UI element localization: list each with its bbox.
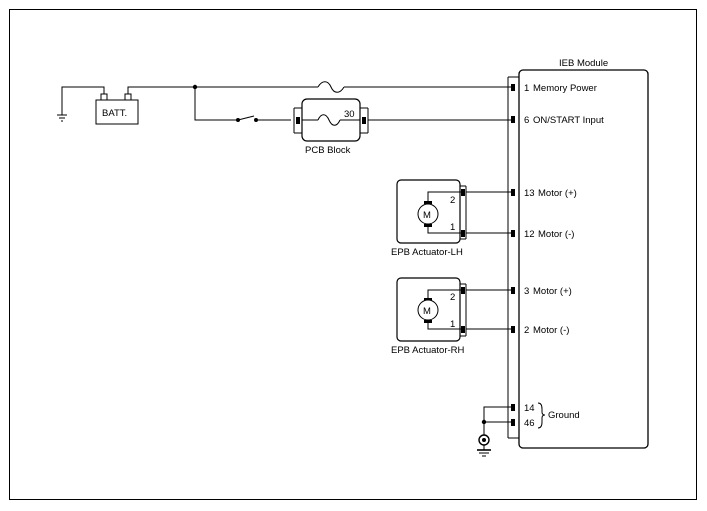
pcb-terminal-number: 30	[344, 109, 355, 120]
actuator-lh-pin-2-terminal	[461, 189, 465, 196]
ieb-pin-13-label: Motor (+)	[538, 188, 577, 199]
ieb-pin-12-terminal	[511, 230, 515, 237]
motor-icon-lh	[417, 203, 439, 225]
actuator-rh-pin-1-terminal	[461, 326, 465, 333]
ignition-switch-icon	[237, 115, 255, 121]
actuator-lh-label: EPB Actuator-LH	[391, 247, 463, 258]
actuator-rh-wire-top	[427, 289, 461, 300]
actuator-rh-wire-bottom	[427, 321, 461, 330]
ground-brace	[537, 402, 546, 429]
inline-fuse-icon	[317, 81, 345, 93]
ieb-pin-2-label: Motor (-)	[533, 325, 569, 336]
pcb-left-terminal	[296, 117, 300, 124]
ground-label: Ground	[548, 410, 580, 421]
ieb-pin-2-terminal	[511, 326, 515, 333]
battery-ground-wire	[61, 86, 105, 115]
ieb-module-title: IEB Module	[559, 58, 608, 69]
ieb-pin-13-terminal	[511, 189, 515, 196]
battery-positive-wire	[127, 86, 195, 94]
battery-terminal-pos	[124, 93, 132, 101]
ieb-pin-12-number: 12	[524, 229, 535, 240]
epb-actuator-lh: 2 1 M EPB Actuator-LH	[391, 179, 467, 258]
epb-actuator-rh: 2 1 M EPB Actuator-RH	[391, 277, 467, 356]
body-ground-icon	[477, 434, 491, 457]
actuator-lh-pin-1-terminal	[461, 230, 465, 237]
ieb-pin-14-terminal	[511, 404, 515, 411]
ieb-pin-1-terminal	[511, 84, 515, 91]
ieb-pin-3-label: Motor (+)	[533, 286, 572, 297]
battery-body	[95, 99, 139, 125]
chassis-ground-icon	[57, 114, 67, 122]
actuator-rh-pin-2-terminal	[461, 287, 465, 294]
actuator-lh-pin-1: 1	[450, 222, 455, 233]
actuator-lh-wire-top	[427, 191, 461, 203]
ieb-pin-1-number: 1	[524, 83, 529, 94]
ieb-pin-2-number: 2	[524, 325, 529, 336]
ground-splice-dot	[481, 419, 487, 425]
ieb-pin-46-number: 46	[524, 418, 535, 429]
battery-terminal-neg	[100, 93, 108, 101]
ieb-pin-3-terminal	[511, 287, 515, 294]
actuator-rh-pin-2: 2	[450, 292, 455, 303]
battery: BATT.	[95, 93, 139, 125]
ieb-pin-12-label: Motor (-)	[538, 229, 574, 240]
ground-wire-pin-14	[483, 406, 511, 436]
actuator-lh-motor-symbol: M	[423, 210, 431, 221]
ieb-pin-6-number: 6	[524, 115, 529, 126]
ieb-pin-6-terminal	[511, 116, 515, 123]
actuator-lh-wire-bottom	[427, 225, 461, 234]
pcb-block: 30 PCB Block	[293, 98, 369, 156]
actuator-rh-motor-symbol: M	[423, 306, 431, 317]
ieb-pin-13-number: 13	[524, 188, 535, 199]
actuator-rh-motor-brush-bottom	[424, 320, 432, 323]
pcb-right-terminal	[362, 117, 366, 124]
actuator-lh-pin-2: 2	[450, 195, 455, 206]
ieb-module: IEB Module 1 Memory Power 6 ON/START Inp…	[507, 58, 649, 449]
diagram-frame	[9, 9, 697, 500]
pcb-fuse-icon	[317, 114, 341, 126]
ieb-pin-1-label: Memory Power	[533, 83, 597, 94]
battery-label: BATT.	[102, 108, 127, 119]
actuator-rh-pin-1: 1	[450, 319, 455, 330]
actuator-lh-motor-brush-top	[424, 201, 432, 204]
ieb-pin-46-terminal	[511, 419, 515, 426]
actuator-lh-motor-brush-bottom	[424, 224, 432, 227]
pcb-block-label: PCB Block	[305, 145, 351, 156]
actuator-rh-label: EPB Actuator-RH	[391, 345, 465, 356]
ieb-pin-14-number: 14	[524, 403, 535, 414]
ignition-feed-wire	[194, 87, 237, 121]
ieb-module-body	[518, 69, 649, 449]
ieb-pin-6-label: ON/START Input	[533, 115, 604, 126]
ieb-pin-3-number: 3	[524, 286, 529, 297]
motor-icon-rh	[417, 299, 439, 321]
